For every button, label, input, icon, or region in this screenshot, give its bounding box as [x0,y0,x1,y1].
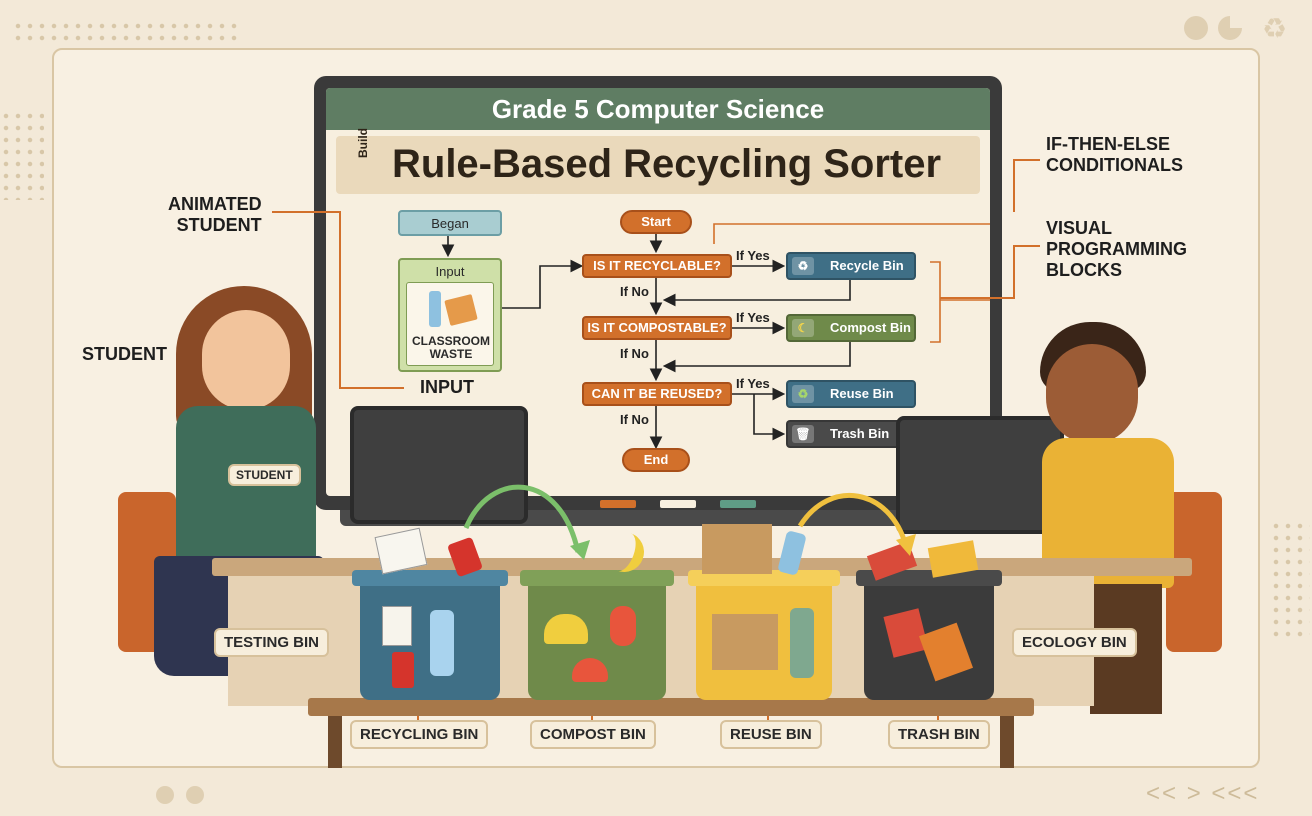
decor-pie-icon [1218,16,1242,40]
condition-recyclable: IS IT RECYCLABLE? [582,254,732,278]
cardboard-box-icon [702,524,772,574]
recycle-icon: ♻ [792,385,814,403]
screen-title-banner: Build Rule-Based Recycling Sorter [336,128,980,194]
can-icon [392,652,414,688]
monitor-button-3 [720,500,756,508]
trash-bin-label: Trash Bin [830,426,890,441]
reuse-bin [688,570,840,700]
student-girl [150,286,340,716]
compost-bin-block: ☾ Compost Bin [786,314,916,342]
condition-reusable: CAN IT BE REUSED? [582,382,732,406]
condition-compostable: IS IT COMPOSTABLE? [582,316,732,340]
decor-dot-bottom-1 [156,786,174,804]
decor-dots-top-left [12,20,242,44]
reuse-bin-rim [688,570,840,586]
trash-bin [856,570,1002,700]
ecology-bin-tag: ECOLOGY BIN [1012,628,1137,657]
water-bottle-icon [430,610,454,676]
bin-shelf [308,698,1034,716]
recycling-bin-tag: RECYCLING BIN [350,720,489,749]
if-yes-label-1: If Yes [736,248,770,263]
monitor-button-2 [660,500,696,508]
decor-dot-bottom-2 [186,786,204,804]
input-caption: CLASSROOM WASTE [412,334,490,361]
if-yes-label-2: If Yes [736,310,770,325]
compost-bin [520,570,674,700]
if-no-label-1: If No [620,284,649,299]
boy-face [1046,344,1138,444]
input-label: Input [435,264,465,279]
if-yes-label-3: If Yes [736,376,770,391]
reusable-bottle-icon [790,608,814,678]
girl-vest [176,406,316,566]
recycling-bin [352,570,508,700]
recycling-bin-rim [352,570,508,586]
callout-student: STUDENT [82,344,167,364]
shelf-leg-left [328,716,342,768]
decor-chevrons-icon: << > <<< [1146,780,1260,807]
apple-core-icon [610,606,636,646]
decor-dots-left [0,110,44,200]
banana-peel-icon [544,614,588,644]
page-title: Rule-Based Recycling Sorter [392,142,942,186]
began-block: Began [398,210,502,236]
recycle-icon: ♻ [792,257,814,275]
reuse-bin-tag: REUSE BIN [720,720,822,749]
reuse-bin-block: ♻ Reuse Bin [786,380,916,408]
decor-dots-bottom-right [1270,520,1310,640]
cardboard-box-icon [712,614,778,670]
classroom-waste-card: CLASSROOM WASTE [406,282,494,366]
if-no-label-3: If No [620,412,649,427]
shirt-student-badge: STUDENT [228,464,301,486]
flow-connectors [441,223,990,450]
end-block: End [622,448,690,472]
apple-slice-icon [572,658,608,682]
start-block: Start [620,210,692,234]
banana-icon: ☾ [792,319,814,337]
water-bottle-icon [429,291,441,327]
decor-circle-icon [1184,16,1208,40]
left-computer [350,406,528,524]
reuse-bin-label: Reuse Bin [830,386,894,401]
compost-bin-tag: COMPOST BIN [530,720,656,749]
shelf-leg-right [1000,716,1014,768]
screen-header: Grade 5 Computer Science [326,88,990,130]
trash-icon: 🗑 [792,425,814,443]
girl-face [202,310,290,410]
callout-input: INPUT [420,377,474,397]
recycle-bin-block: ♻ Recycle Bin [786,252,916,280]
compost-bin-label: Compost Bin [830,320,911,335]
testing-bin-tag: TESTING BIN [214,628,330,657]
if-no-label-2: If No [620,346,649,361]
recycle-bin-label: Recycle Bin [830,258,904,273]
trash-bin-block: 🗑 Trash Bin [786,420,916,448]
input-block: Input CLASSROOM WASTE [398,258,502,372]
compost-bin-rim [520,570,674,586]
decor-recycle-icon: ♻ [1262,13,1288,44]
paper-icon [382,606,412,646]
trash-bin-tag: TRASH BIN [888,720,990,749]
monitor-button-1 [600,500,636,508]
monitor-screen: Grade 5 Computer Science Build Rule-Base… [326,88,990,496]
